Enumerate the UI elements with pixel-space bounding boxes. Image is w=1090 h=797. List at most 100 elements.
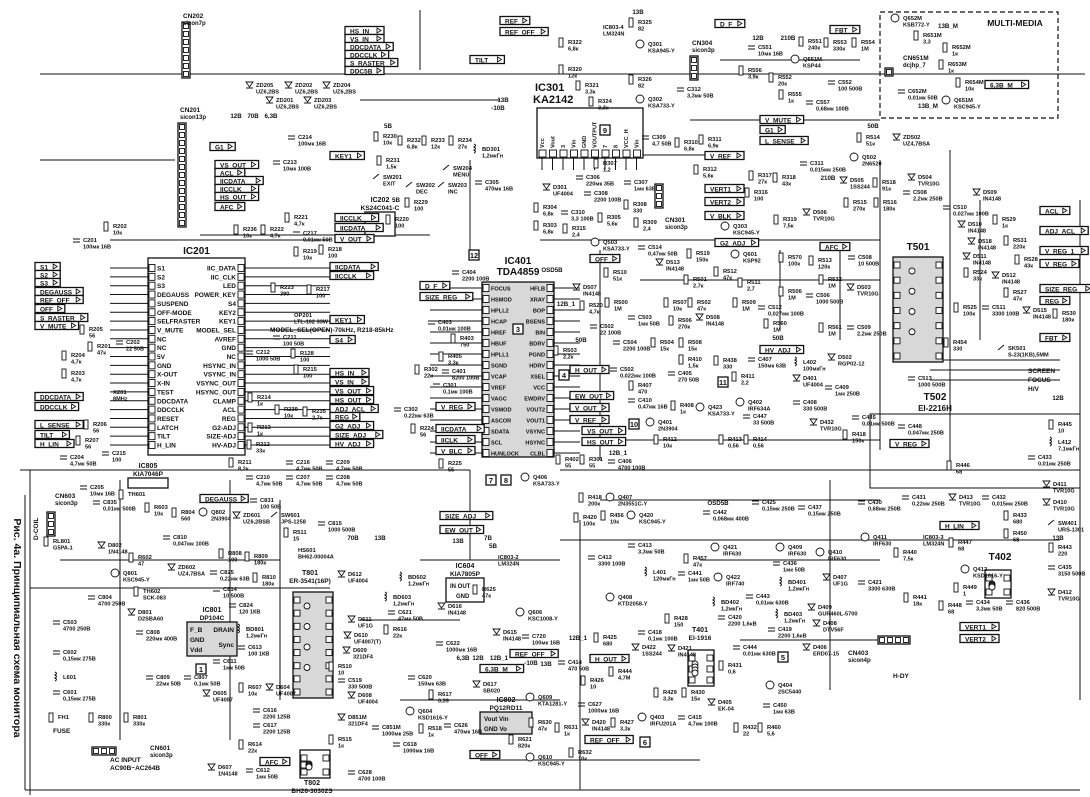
signal-tag-frame xyxy=(34,429,71,440)
ic201-pin xyxy=(237,326,245,334)
t801-pin xyxy=(293,675,301,683)
component-value: 56 xyxy=(420,433,426,439)
ic401-pin-label: BSENS xyxy=(526,319,546,325)
component-ref: R447 xyxy=(958,540,972,546)
component-ref: C815 xyxy=(328,521,343,527)
ic201-pin-label: ACL xyxy=(223,407,236,414)
resistor-icon xyxy=(938,600,944,611)
signal-tag-frame xyxy=(1039,225,1089,236)
component-value: 100мк 16В xyxy=(532,641,560,647)
resistor-icon xyxy=(737,277,743,288)
ic201-pin-label: KEY2 xyxy=(219,310,236,317)
annotation-group: FOCUS xyxy=(1028,377,1051,384)
component-value: 1,2мкГн xyxy=(721,607,742,613)
multimedia-box xyxy=(879,11,1059,119)
diode-icon xyxy=(265,96,274,104)
supply: 13B xyxy=(1052,535,1064,542)
resistor-icon xyxy=(687,297,693,308)
component-value: 68 xyxy=(958,547,964,553)
resistor-icon xyxy=(293,364,299,375)
component-ref: C626 xyxy=(454,723,469,729)
component-value: 150мк 63В xyxy=(418,682,446,688)
transistor-icon xyxy=(735,397,745,407)
signal-tag: IICCLK xyxy=(329,270,375,281)
ic201-pin xyxy=(148,441,156,449)
supply-label: -10B xyxy=(524,660,538,667)
component-ref: C401 xyxy=(452,369,467,375)
ic201-pin xyxy=(148,281,156,290)
component-value: 1SS244 xyxy=(850,185,871,191)
component-ref: C652M xyxy=(908,89,927,95)
signal-tag: S_RASTER xyxy=(344,57,399,68)
t401-winding xyxy=(691,669,699,677)
t801-pin xyxy=(325,675,333,683)
component-ref: Q303 xyxy=(733,224,748,230)
component-ref: R217 xyxy=(316,287,330,293)
resistor-icon xyxy=(383,624,389,635)
transistor-icon xyxy=(405,706,415,716)
component-value: UZ6,2BS xyxy=(256,90,279,96)
component-value: 10к xyxy=(284,414,293,420)
resistor-icon xyxy=(678,337,684,348)
resistor-icon xyxy=(600,510,606,521)
marker-number: 4 xyxy=(562,371,567,380)
component-value: 1000 500В xyxy=(328,528,355,534)
resistor-icon xyxy=(731,371,737,382)
resistor-icon xyxy=(963,267,969,278)
capacitor-icon xyxy=(250,498,257,503)
switch-icon xyxy=(997,344,1005,351)
component-value: IN4148 xyxy=(583,292,601,298)
signal-tag: V_REG xyxy=(435,401,476,412)
component-ref: R456 xyxy=(610,513,625,519)
component-value: 180к xyxy=(883,207,895,213)
signal-tag-frame xyxy=(959,633,1000,644)
component-value: EK-04 xyxy=(718,707,735,713)
capacitor-icon xyxy=(768,627,775,632)
component-ref: Q651M xyxy=(954,98,973,104)
capacitor-icon xyxy=(752,500,759,505)
signal-tag-label: D_F xyxy=(720,22,732,29)
signal-tag-label: ADJ_ACL xyxy=(1045,229,1075,236)
component-value: 47к xyxy=(693,563,702,569)
capacitor-icon xyxy=(88,595,95,600)
component-ref: C448 xyxy=(908,424,923,430)
ic201-pin-label: GND xyxy=(157,363,172,370)
component-value: 4,7к xyxy=(589,310,600,316)
component-ref: C445 xyxy=(862,415,877,421)
resistor-icon xyxy=(302,406,308,417)
component-ref: R446 xyxy=(956,463,971,469)
component-value: 0,068мк 400В xyxy=(713,517,749,523)
component-ref: R214 xyxy=(257,395,272,401)
component-value: 8200 100В xyxy=(452,376,479,382)
ic201-pin xyxy=(237,317,245,326)
component-value: 3300 630В xyxy=(868,587,895,593)
signal-tag-frame xyxy=(1039,205,1071,216)
component-value: TVR10G xyxy=(918,182,940,188)
marker-number: 9 xyxy=(603,126,607,135)
signal-tag: G2_ADJ xyxy=(714,237,760,248)
component-ref: D421 xyxy=(678,646,693,652)
component-ref: D413 xyxy=(959,495,974,501)
ic201-pin-label: S1 xyxy=(157,266,165,273)
resistor-icon xyxy=(558,64,564,75)
component-ref: R460 xyxy=(767,725,781,731)
